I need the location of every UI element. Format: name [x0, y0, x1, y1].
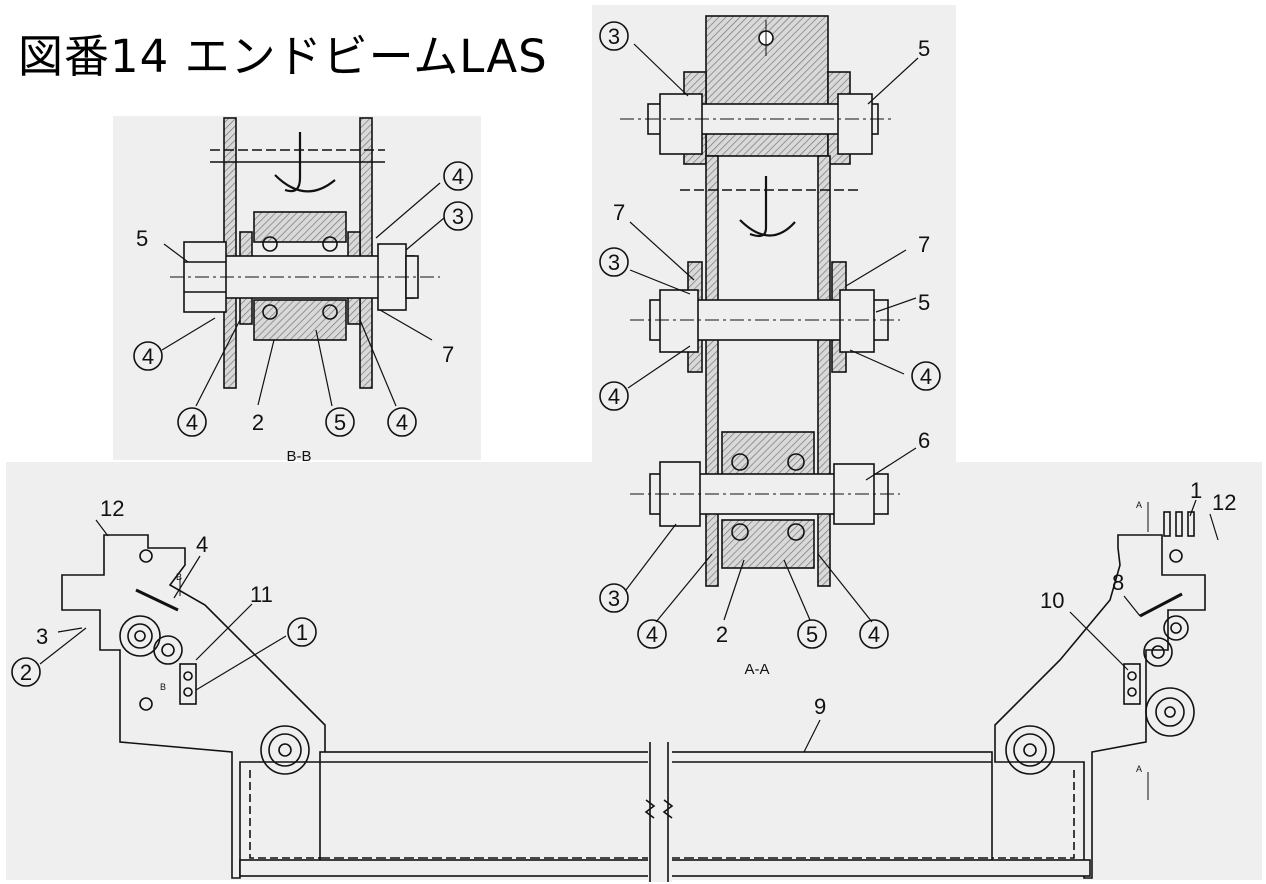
- callout-aa-5-top: 5: [918, 36, 930, 61]
- callout-bb-5: 5: [136, 226, 148, 251]
- callout-aa-3-mid-circle: [599, 247, 629, 277]
- callout-aa-5-bottom: 5: [806, 622, 818, 647]
- callout-aa-4-left: 4: [608, 384, 620, 409]
- cut-mark-a-bottom: A: [1136, 764, 1142, 774]
- callout-main-2-circled-circle: [11, 657, 41, 687]
- callout-main-8: 8: [1112, 570, 1124, 595]
- callout-main-2-circled: 2: [20, 660, 32, 685]
- callout-bb-4-bottom-left: 4: [186, 410, 198, 435]
- callout-main-1-circled: 1: [296, 620, 308, 645]
- callout-aa-6: 6: [918, 428, 930, 453]
- callout-bb-4-top: 4: [452, 164, 464, 189]
- callout-aa-3-top-circle: [599, 21, 629, 51]
- main-end-beam-view: [39, 499, 1219, 882]
- callout-bb-4-bottom-left-circle: [177, 407, 207, 437]
- callout-bb-4-bottom-right-circle: [387, 407, 417, 437]
- callout-bb-4-left: 4: [142, 344, 154, 369]
- callout-aa-3-top: 3: [608, 24, 620, 49]
- callout-bb-2: 2: [252, 410, 264, 435]
- callout-main-1: 1: [1190, 478, 1202, 503]
- cut-mark-b-top: B: [176, 572, 182, 582]
- callout-main-11: 11: [250, 582, 273, 607]
- callout-main-12-right: 12: [1212, 490, 1236, 515]
- callout-aa-4-bottom-left-circle: [637, 619, 667, 649]
- callout-aa-7-right: 7: [918, 232, 930, 257]
- callout-bb-4-bottom-right: 4: [396, 410, 408, 435]
- callout-aa-4-right: 4: [920, 364, 932, 389]
- callout-bb-5-circled: 5: [334, 410, 346, 435]
- section-bb-view: [161, 117, 445, 407]
- callout-bb-5-circled-circle: [325, 407, 355, 437]
- callout-main-10: 10: [1040, 588, 1064, 613]
- cut-mark-b-bottom: B: [160, 682, 166, 692]
- callout-bb-3-circle: [443, 201, 473, 231]
- callout-main-3: 3: [36, 624, 48, 649]
- callout-aa-3-mid: 3: [608, 250, 620, 275]
- callout-aa-5-bottom-circle: [797, 619, 827, 649]
- section-aa-label: A-A: [744, 661, 769, 678]
- callout-aa-4-bottom-right-circle: [859, 619, 889, 649]
- cut-mark-a-top: A: [1136, 500, 1142, 510]
- section-bb-label: B-B: [286, 448, 311, 465]
- callout-aa-2: 2: [716, 622, 728, 647]
- callout-aa-4-right-circle: [911, 361, 941, 391]
- callout-main-1-circled-circle: [287, 617, 317, 647]
- callout-bb-7: 7: [442, 342, 454, 367]
- callout-main-4: 4: [196, 532, 208, 557]
- callout-bb-3: 3: [452, 204, 464, 229]
- page-title: 図番14 エンドビームLAS: [18, 30, 548, 83]
- callout-aa-5-mid: 5: [918, 290, 930, 315]
- callout-bb-4-left-circle: [133, 341, 163, 371]
- callout-aa-7-left: 7: [613, 200, 625, 225]
- section-aa-view: [620, 15, 919, 623]
- callout-aa-4-left-circle: [599, 381, 629, 411]
- callout-main-9: 9: [814, 694, 826, 719]
- callout-main-12-left: 12: [100, 496, 124, 521]
- callout-aa-4-bottom-right: 4: [868, 622, 880, 647]
- callout-aa-3-bottom: 3: [608, 586, 620, 611]
- callout-aa-3-bottom-circle: [599, 583, 629, 613]
- callout-bb-4-top-circle: [443, 161, 473, 191]
- callout-aa-4-bottom-left: 4: [646, 622, 658, 647]
